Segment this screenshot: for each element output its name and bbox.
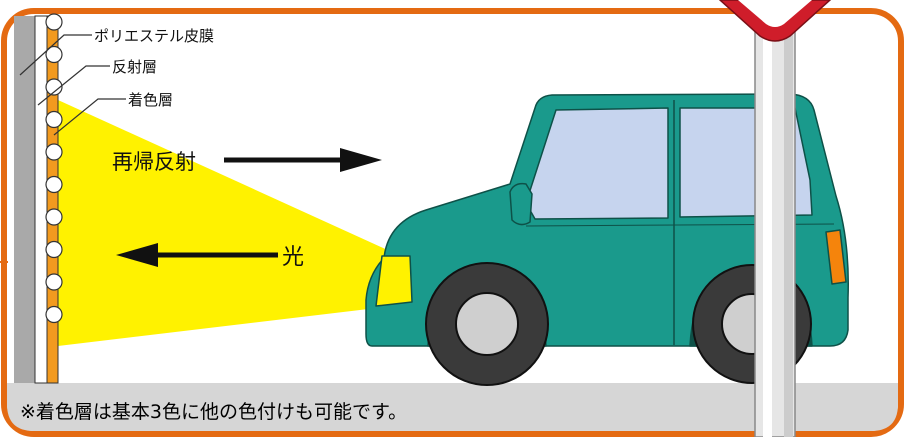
film-layer: [14, 16, 35, 383]
car-window-front: [525, 107, 669, 220]
glass-bead: [45, 13, 63, 31]
glass-bead: [45, 78, 63, 96]
leader-reflect: [37, 65, 110, 106]
label-retroreflection: 再帰反射: [112, 150, 196, 174]
glass-bead: [45, 175, 63, 194]
glass-bead: [45, 240, 63, 259]
headlight: [375, 255, 413, 307]
label-color-layer: 着色層: [128, 91, 173, 109]
label-light: 光: [282, 245, 304, 270]
arrow-left-icon: [116, 243, 278, 267]
light-beam: [58, 100, 394, 346]
glass-bead: [45, 110, 63, 129]
glass-beads: [45, 13, 63, 324]
footer-band: [7, 383, 898, 431]
leader-film: [19, 34, 92, 76]
glass-bead: [45, 143, 63, 161]
label-film: ポリエステル皮膜: [94, 27, 214, 45]
rear-signal: [825, 229, 847, 285]
sign-pole: [754, 29, 796, 437]
glass-bead: [45, 45, 63, 64]
glass-bead: [45, 305, 63, 324]
label-reflect-layer: 反射層: [112, 58, 157, 76]
arrow-right-icon: [224, 148, 382, 172]
side-mirror: [509, 182, 533, 226]
glass-bead: [45, 273, 63, 291]
leader-color: [53, 98, 126, 136]
glass-bead: [45, 208, 63, 226]
stop-sign-icon: [718, 0, 832, 42]
footer-note: ※着色層は基本3色に他の色付けも可能です。: [20, 401, 407, 423]
front-wheel: [425, 262, 549, 386]
color-layer: [46, 15, 59, 384]
reflect-layer: [34, 15, 48, 384]
